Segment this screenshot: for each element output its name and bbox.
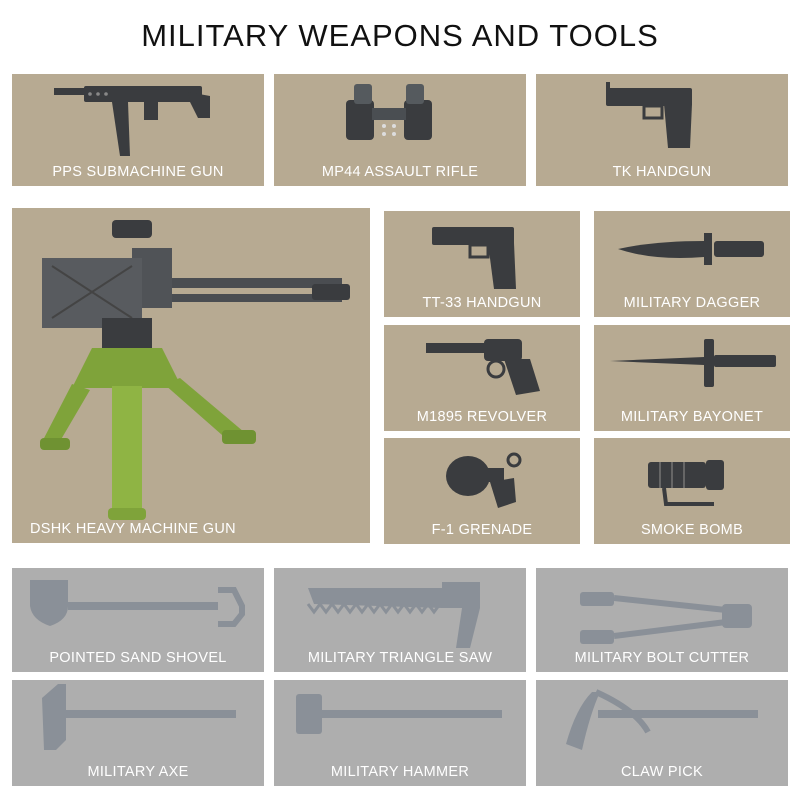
panel-military-hammer: MILITARY HAMMER	[274, 680, 526, 786]
item-label: SMOKE BOMB	[640, 522, 744, 538]
panel-tt-33-handgun: TT-33 HANDGUN	[384, 211, 580, 317]
item-label: DSHK HEAVY MACHINE GUN	[30, 521, 236, 537]
bolt-cutter-icon	[580, 592, 752, 644]
item-label: MILITARY BOLT CUTTER	[574, 650, 750, 666]
saw-icon	[306, 582, 480, 648]
panel-tk-handgun: TK HANDGUN	[536, 74, 788, 186]
shovel-icon	[30, 580, 245, 627]
panel-dshk-heavy-machine-gun: DSHK HEAVY MACHINE GUN	[12, 208, 370, 543]
panel-smoke-bomb: SMOKE BOMB	[594, 438, 790, 544]
item-label: TK HANDGUN	[612, 164, 712, 180]
panel-claw-pick: CLAW PICK	[536, 680, 788, 786]
item-label: F-1 GRENADE	[431, 522, 533, 538]
panel-f1-grenade: F-1 GRENADE	[384, 438, 580, 544]
item-label: MILITARY DAGGER	[623, 295, 761, 311]
item-label: MILITARY AXE	[87, 764, 189, 780]
page-title: MILITARY WEAPONS AND TOOLS	[141, 18, 659, 53]
item-label: MILITARY HAMMER	[330, 764, 470, 780]
item-label: TT-33 HANDGUN	[422, 295, 542, 311]
submachine-gun-icon	[54, 86, 210, 156]
binoculars-icon	[346, 84, 432, 140]
heavy-machine-gun-icon	[40, 220, 350, 520]
revolver-icon	[426, 339, 540, 395]
hammer-icon	[296, 694, 502, 734]
item-label: MP44 ASSAULT RIFLE	[321, 164, 479, 180]
panel-pointed-sand-shovel: POINTED SAND SHOVEL	[12, 568, 264, 672]
handgun-icon	[606, 82, 692, 148]
smoke-bomb-icon	[648, 460, 724, 506]
item-label: MILITARY TRIANGLE SAW	[307, 650, 493, 666]
pick-icon	[566, 689, 758, 750]
panel-military-dagger: MILITARY DAGGER	[594, 211, 790, 317]
item-label: POINTED SAND SHOVEL	[49, 650, 227, 666]
item-label: CLAW PICK	[621, 764, 703, 780]
item-label: MILITARY BAYONET	[620, 409, 764, 425]
panel-m1895-revolver: M1895 REVOLVER	[384, 325, 580, 431]
bayonet-icon	[610, 339, 776, 387]
panel-mp44-assault-rifle: MP44 ASSAULT RIFLE	[274, 74, 526, 186]
handgun-icon	[432, 227, 516, 289]
panel-military-bayonet: MILITARY BAYONET	[594, 325, 790, 431]
panel-military-axe: MILITARY AXE	[12, 680, 264, 786]
axe-icon	[42, 684, 236, 750]
panel-military-bolt-cutter: MILITARY BOLT CUTTER	[536, 568, 788, 672]
item-label: PPS SUBMACHINE GUN	[52, 164, 224, 180]
dagger-icon	[618, 233, 764, 265]
panel-military-triangle-saw: MILITARY TRIANGLE SAW	[274, 568, 526, 672]
item-label: M1895 REVOLVER	[416, 409, 548, 425]
grenade-icon	[446, 452, 522, 508]
panel-pps-submachine-gun: PPS SUBMACHINE GUN	[12, 74, 264, 186]
